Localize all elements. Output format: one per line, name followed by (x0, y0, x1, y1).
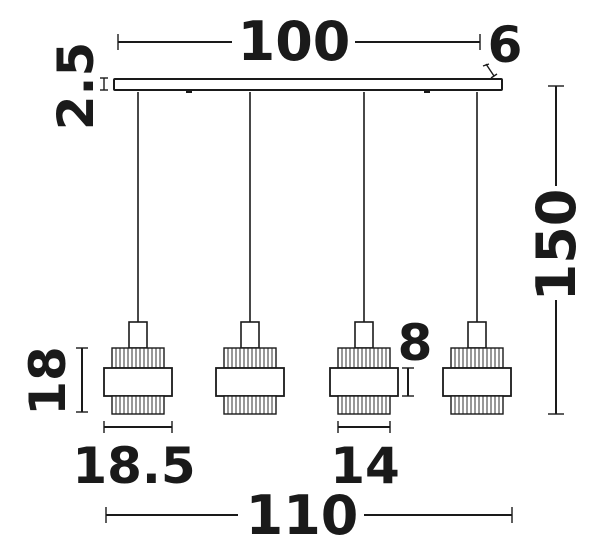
lower-ribs (450, 395, 504, 415)
overall-length-label: 110 (246, 484, 359, 547)
socket-cap (354, 321, 374, 349)
middle-band (103, 367, 173, 397)
socket-cap (128, 321, 148, 349)
middle-band (215, 367, 285, 397)
socket-cap (467, 321, 487, 349)
pendant-lamp (329, 92, 399, 415)
overall-height-dimension: 150 (525, 85, 588, 415)
lower-ribs (111, 395, 165, 415)
band-height-dimension: 8 (398, 314, 433, 397)
overall-length-dimension: 110 (105, 484, 513, 547)
canopy-length-dimension: 100 (117, 10, 481, 73)
lower-ribs (223, 395, 277, 415)
socket-cap (240, 321, 260, 349)
shade-width-label: 18.5 (72, 437, 195, 495)
canopy-depth-dimension: 6 (482, 16, 523, 79)
band-height-label: 8 (398, 314, 433, 372)
pendant-lamp (442, 92, 512, 415)
canopy-height-label: 2.5 (47, 42, 105, 131)
overall-height-label: 150 (525, 189, 588, 302)
pendant-group (103, 92, 512, 415)
canopy-length-label: 100 (238, 10, 351, 73)
band-width-label: 14 (330, 437, 400, 495)
middle-band (442, 367, 512, 397)
middle-band (329, 367, 399, 397)
shade-height-label: 18 (19, 346, 77, 416)
canopy-depth-label: 6 (488, 16, 523, 74)
shade-height-dimension: 18 (19, 346, 88, 416)
pendant-lamp (215, 92, 285, 415)
lower-ribs (337, 395, 391, 415)
shade-width-dimension: 18.5 (72, 421, 196, 495)
canopy-height-dimension: 2.5 (47, 42, 108, 131)
band-width-dimension: 14 (330, 421, 400, 495)
ceiling-canopy (113, 78, 503, 93)
pendant-lamp (103, 92, 173, 415)
